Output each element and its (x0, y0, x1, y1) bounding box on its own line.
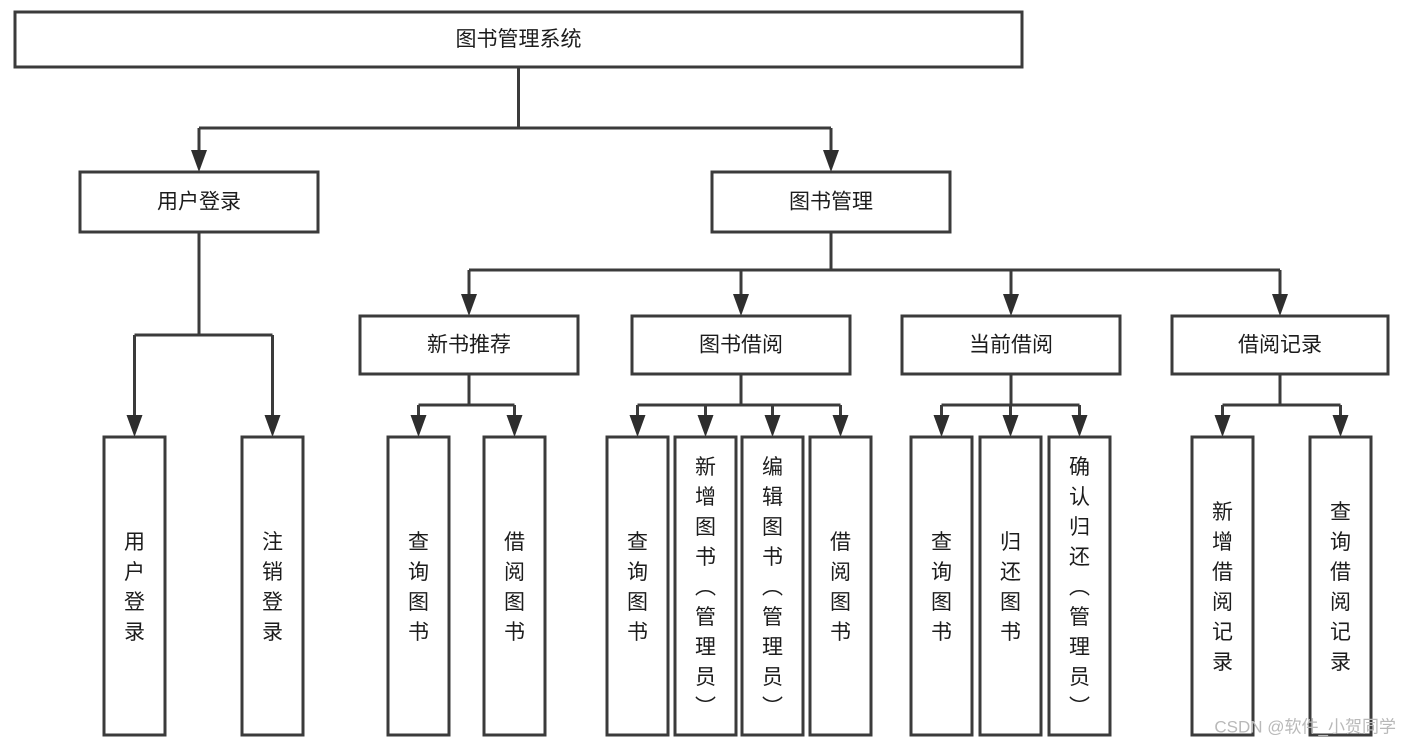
node-book-manage[interactable]: 图书管理 (710, 170, 952, 234)
node-leaf-return-book[interactable]: 归还图书 (978, 435, 1043, 737)
node-leaf-logout[interactable]: 注销登录 (240, 435, 305, 737)
node-box[interactable] (630, 314, 852, 376)
node-label: 图书管理 (789, 191, 873, 214)
node-label: 用户登录 (157, 191, 241, 214)
arrow-head-icon (832, 415, 849, 437)
node-book-borrow[interactable]: 图书借阅 (630, 314, 852, 376)
node-label: 借阅记录 (1238, 334, 1322, 357)
node-box[interactable] (673, 435, 738, 737)
arrow-head-icon (1003, 294, 1019, 316)
node-label: 借阅图书 (830, 531, 851, 644)
node-leaf-add-book[interactable]: 新增图书︵管理员︶ (673, 435, 738, 737)
connector-group (1214, 374, 1349, 437)
node-borrow-record[interactable]: 借阅记录 (1170, 314, 1390, 376)
node-box[interactable] (605, 435, 670, 737)
node-label: 归还图书 (1000, 531, 1021, 644)
arrow-head-icon (764, 415, 781, 437)
node-label: 新增图书︵管理员︶ (695, 456, 716, 719)
node-label: 图书借阅 (699, 334, 783, 357)
node-label: 注销登录 (262, 531, 283, 644)
node-box[interactable] (13, 10, 1024, 69)
node-box[interactable] (978, 435, 1043, 737)
node-box[interactable] (358, 314, 580, 376)
connector-group (126, 232, 281, 437)
arrow-head-icon (506, 415, 523, 437)
node-current-borrow[interactable]: 当前借阅 (900, 314, 1122, 376)
node-box[interactable] (1308, 435, 1373, 737)
node-leaf-borrow-book-2[interactable]: 借阅图书 (808, 435, 873, 737)
node-box[interactable] (1190, 435, 1255, 737)
arrow-head-icon (1332, 415, 1349, 437)
connector-group (461, 232, 1288, 316)
node-root[interactable]: 图书管理系统 (13, 10, 1024, 69)
node-new-book-rec[interactable]: 新书推荐 (358, 314, 580, 376)
node-user-login[interactable]: 用户登录 (78, 170, 320, 234)
arrow-head-icon (461, 294, 477, 316)
nodes-layer: 图书管理系统用户登录图书管理新书推荐图书借阅当前借阅借阅记录用户登录注销登录查询… (13, 10, 1390, 737)
node-label: 查询图书 (931, 531, 952, 644)
node-leaf-borrow-book-1[interactable]: 借阅图书 (482, 435, 547, 737)
arrow-head-icon (697, 415, 714, 437)
node-label: 当前借阅 (969, 334, 1053, 357)
node-box[interactable] (240, 435, 305, 737)
node-box[interactable] (1170, 314, 1390, 376)
node-box[interactable] (909, 435, 974, 737)
connector-group (629, 374, 849, 437)
connector-group (933, 374, 1088, 437)
node-box[interactable] (482, 435, 547, 737)
node-leaf-query-record[interactable]: 查询借阅记录 (1308, 435, 1373, 737)
node-box[interactable] (78, 170, 320, 234)
node-label: 新增借阅记录 (1212, 501, 1233, 674)
node-leaf-query-book-1[interactable]: 查询图书 (386, 435, 451, 737)
node-box[interactable] (710, 170, 952, 234)
node-leaf-add-record[interactable]: 新增借阅记录 (1190, 435, 1255, 737)
arrow-head-icon (1071, 415, 1088, 437)
arrow-head-icon (629, 415, 646, 437)
arrow-head-icon (733, 294, 749, 316)
node-leaf-edit-book[interactable]: 编辑图书︵管理员︶ (740, 435, 805, 737)
node-leaf-confirm-return[interactable]: 确认归还︵管理员︶ (1047, 435, 1112, 737)
node-label: 查询图书 (408, 531, 429, 644)
arrow-head-icon (191, 150, 207, 172)
node-label: 图书管理系统 (456, 28, 582, 51)
arrow-head-icon (1214, 415, 1231, 437)
arrow-head-icon (410, 415, 427, 437)
connector-group (191, 67, 839, 172)
node-label: 新书推荐 (427, 334, 511, 357)
node-box[interactable] (808, 435, 873, 737)
node-label: 确认归还︵管理员︶ (1069, 456, 1090, 719)
node-leaf-query-book-3[interactable]: 查询图书 (909, 435, 974, 737)
node-box[interactable] (386, 435, 451, 737)
node-label: 查询图书 (627, 531, 648, 644)
node-label: 借阅图书 (504, 531, 525, 644)
arrow-head-icon (823, 150, 839, 172)
node-label: 用户登录 (124, 531, 145, 644)
node-leaf-user-login[interactable]: 用户登录 (102, 435, 167, 737)
arrow-head-icon (1272, 294, 1288, 316)
node-label: 查询借阅记录 (1330, 501, 1351, 674)
node-box[interactable] (900, 314, 1122, 376)
arrow-head-icon (933, 415, 950, 437)
node-leaf-query-book-2[interactable]: 查询图书 (605, 435, 670, 737)
arrow-head-icon (1002, 415, 1019, 437)
connector-group (410, 374, 523, 437)
arrow-head-icon (126, 415, 143, 437)
connectors-layer (126, 67, 1349, 437)
arrow-head-icon (264, 415, 281, 437)
node-box[interactable] (740, 435, 805, 737)
node-box[interactable] (1047, 435, 1112, 737)
node-box[interactable] (102, 435, 167, 737)
watermark-label: CSDN @软件_小贺同学 (1214, 717, 1396, 736)
node-label: 编辑图书︵管理员︶ (762, 456, 783, 719)
